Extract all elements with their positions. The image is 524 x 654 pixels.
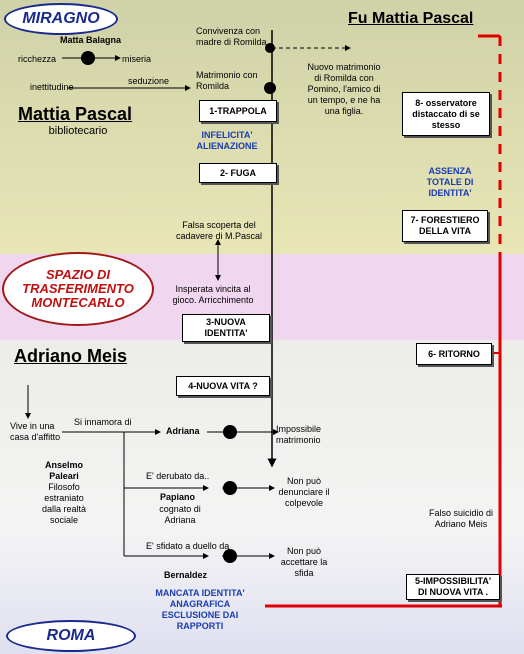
- sfidato-label: E' sfidato a duello da: [146, 541, 230, 551]
- inettitudine-label: inettitudine: [30, 82, 74, 92]
- non-denunciare-label: Non può denunciare il colpevole: [278, 476, 330, 508]
- spazio-oval: SPAZIO DI TRASFERIMENTO MONTECARLO: [2, 252, 154, 326]
- matrimonio-label: Matrimonio con Romilda: [196, 70, 258, 91]
- mattia-role: bibliotecario: [48, 125, 108, 137]
- infelicita-label: INFELICITA' ALIENAZIONE: [196, 130, 258, 151]
- roma-oval: ROMA: [6, 620, 136, 652]
- ricchezza-label: ricchezza: [18, 54, 57, 64]
- papiano-desc: cognato di Adriana: [159, 504, 201, 525]
- seduzione-label: seduzione: [128, 76, 170, 86]
- matrimonio-dot: [264, 82, 276, 94]
- nuovo-matrimonio-label: Nuovo matrimonio di Romilda con Pomino, …: [307, 62, 381, 116]
- falso-suicidio-label: Falso suicidio di Adriano Meis: [428, 508, 494, 529]
- box-6-ritorno: 6- RITORNO: [416, 343, 492, 365]
- mancata-label: MANCATA IDENTITA' ANAGRAFICA ESCLUSIONE …: [155, 588, 245, 631]
- mattia-title: Mattia Pascal: [18, 104, 133, 124]
- adriano-title: Adriano Meis: [14, 346, 128, 366]
- box-4-nuova-vita: 4-NUOVA VITA ?: [176, 376, 270, 396]
- adriana-label: Adriana: [166, 426, 200, 436]
- bernaldez-label: Bernaldez: [164, 570, 208, 580]
- vincita-label: Insperata vincita al gioco. Arricchiment…: [172, 284, 254, 305]
- convivenza-dot: [265, 43, 275, 53]
- convivenza-label: Convivenza con madre di Romilda: [196, 26, 267, 47]
- papiano-label: Papiano: [160, 492, 196, 502]
- assenza-label: ASSENZA TOTALE DI IDENTITA': [426, 166, 474, 198]
- matta-balagna: Matta Balagna: [60, 35, 122, 45]
- fu-mattia-title: Fu Mattia Pascal: [348, 10, 474, 27]
- box-5-impossibilita: 5-IMPOSSIBILITA' DI NUOVA VITA .: [406, 574, 500, 600]
- box-1-trappola: 1-TRAPPOLA: [199, 100, 277, 122]
- vive-label: Vive in una casa d'affitto: [10, 421, 61, 442]
- box-3-nuova-identita: 3-NUOVA IDENTITA': [182, 314, 270, 342]
- non-sfida-label: Non può accettare la sfida: [280, 546, 328, 578]
- miseria-label: miseria: [122, 54, 152, 64]
- papiano-dot: [223, 481, 237, 495]
- adriana-dot: [223, 425, 237, 439]
- impossibile-label: Impossibile matrimonio: [276, 424, 322, 445]
- anselmo-desc: Filosofo estraniato dalla realtà sociale: [41, 482, 87, 525]
- bernaldez-dot: [223, 549, 237, 563]
- anselmo-label: Anselmo Paleari: [44, 460, 83, 481]
- box-7-forestiero: 7- FORESTIERO DELLA VITA: [402, 210, 488, 242]
- si-innamora-label: Si innamora di: [74, 417, 132, 427]
- falsa-scoperta-label: Falsa scoperta del cadavere di M.Pascal: [175, 220, 263, 241]
- balagna-dot: [81, 51, 95, 65]
- miragno-oval: MIRAGNO: [4, 3, 118, 35]
- box-8-osservatore: 8- osservatore distaccato di se stesso: [402, 92, 490, 136]
- box-2-fuga: 2- FUGA: [199, 163, 277, 183]
- derubato-label: E' derubato da..: [146, 471, 210, 481]
